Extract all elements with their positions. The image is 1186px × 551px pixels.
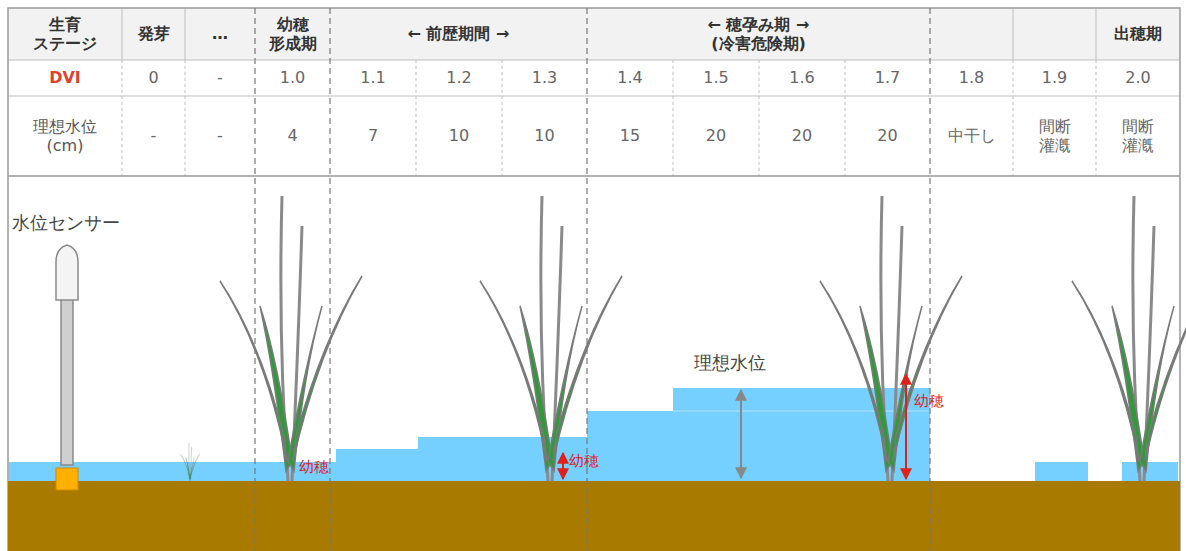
table-cell: 間断 灌漑 [1096,96,1180,176]
table-cell: 10 [502,96,587,176]
table-cell: ← 穂孕み期 → (冷害危険期) [587,8,930,60]
table-cell-text: 0 [148,68,158,87]
table-cell-text: 15 [610,126,650,145]
panicle-arrow [562,453,564,479]
table-cell-text: 4 [273,126,313,145]
annotation-label: 水位センサー [12,212,120,234]
table-cell-text: 幼穂 形成期 [265,15,321,53]
table-cell: 1.3 [502,60,587,96]
table-cell-text: 1.1 [360,68,385,87]
table-cell-text: 20 [696,126,736,145]
table-cell-text: 1.5 [703,68,728,87]
annotation-label: 理想水位 [694,352,766,374]
table-cell: 10 [416,96,502,176]
table-cell: 1.9 [1013,60,1096,96]
table-cell-text: 20 [782,126,822,145]
table-cell-text: - [200,126,240,145]
table-cell: 間断 灌漑 [1013,96,1096,176]
table-cell: 20 [759,96,845,176]
table-cell: 理想水位 (cm) [8,96,122,176]
table-cell: 2.0 [1096,60,1180,96]
table-cell: 中干し [930,96,1013,176]
table-cell-text: 10 [525,126,565,145]
table-bottom [8,175,1180,177]
water-depth-arrow [740,390,742,478]
table-cell-text: 1.9 [1042,68,1067,87]
table-cell: 7 [330,96,416,176]
table-cell-text: … [212,24,228,43]
table-cell-text: 生育 ステージ [29,15,101,53]
table-cell-text: 1.3 [532,68,557,87]
table-cell: 1.5 [673,60,759,96]
table-cell: 1.7 [845,60,930,96]
table-cell: 15 [587,96,673,176]
table-cell-text: 1.7 [875,68,900,87]
table-cell: ← 前歴期間 → [330,8,587,60]
table-cell-text: 1.0 [280,68,305,87]
table-cell-text: 理想水位 (cm) [23,117,107,155]
table-cell: 0 [122,60,185,96]
table-cell-text: 1.6 [789,68,814,87]
table-cell: 1.4 [587,60,673,96]
table-cell-text: 1.2 [446,68,471,87]
table-cell-text: 7 [353,126,393,145]
table-cell-text: 発芽 [138,24,170,43]
table-cell-text: 出穂期 [1114,24,1162,43]
table-cell: … [185,8,255,60]
table-cell-text: 1.8 [959,68,984,87]
table-cell: 1.1 [330,60,416,96]
soil [8,481,1180,551]
table-cell: - [185,96,255,176]
table-cell-text: - [217,68,223,87]
table-cell: 1.0 [255,60,330,96]
annotation-label: 幼穂 [299,458,329,476]
table-cell-text: 2.0 [1125,68,1150,87]
water [9,388,1178,481]
table-cell-text: 10 [439,126,479,145]
rice-plant [181,196,1186,481]
header-band [8,8,1180,60]
table-cell: - [122,96,185,176]
table-cell: 20 [673,96,759,176]
panicle-arrow [905,374,907,479]
table-cell: 1.8 [930,60,1013,96]
table-cell-text: 中干し [947,126,997,145]
table-cell-text: 1.4 [617,68,642,87]
table-cell: 1.6 [759,60,845,96]
table-cell: 1.2 [416,60,502,96]
table-cell: - [185,60,255,96]
table-cell-text: ← 穂孕み期 → (冷害危険期) [684,15,834,53]
frame [8,8,1180,551]
table-cell-text: ← 前歴期間 → [408,24,510,43]
table-cell-text: - [134,126,174,145]
table-cell-text: 20 [868,126,908,145]
water-level-sensor [56,245,78,490]
table-cell-text: 間断 灌漑 [1118,117,1158,155]
table-cell: 生育 ステージ [8,8,122,60]
table-cell: 発芽 [122,8,185,60]
table-cell: 20 [845,96,930,176]
stage-divider [255,8,930,551]
annotation-label: 幼穂 [569,452,599,470]
table-grid [8,8,1180,176]
table-cell-text: 間断 灌漑 [1035,117,1075,155]
annotation-label: 幼穂 [914,392,944,410]
table-cell: 幼穂 形成期 [255,8,330,60]
table-cell: DVI [8,60,122,96]
table-cell: 4 [255,96,330,176]
table-cell-text: DVI [49,68,81,87]
table-cell: 出穂期 [1096,8,1180,60]
